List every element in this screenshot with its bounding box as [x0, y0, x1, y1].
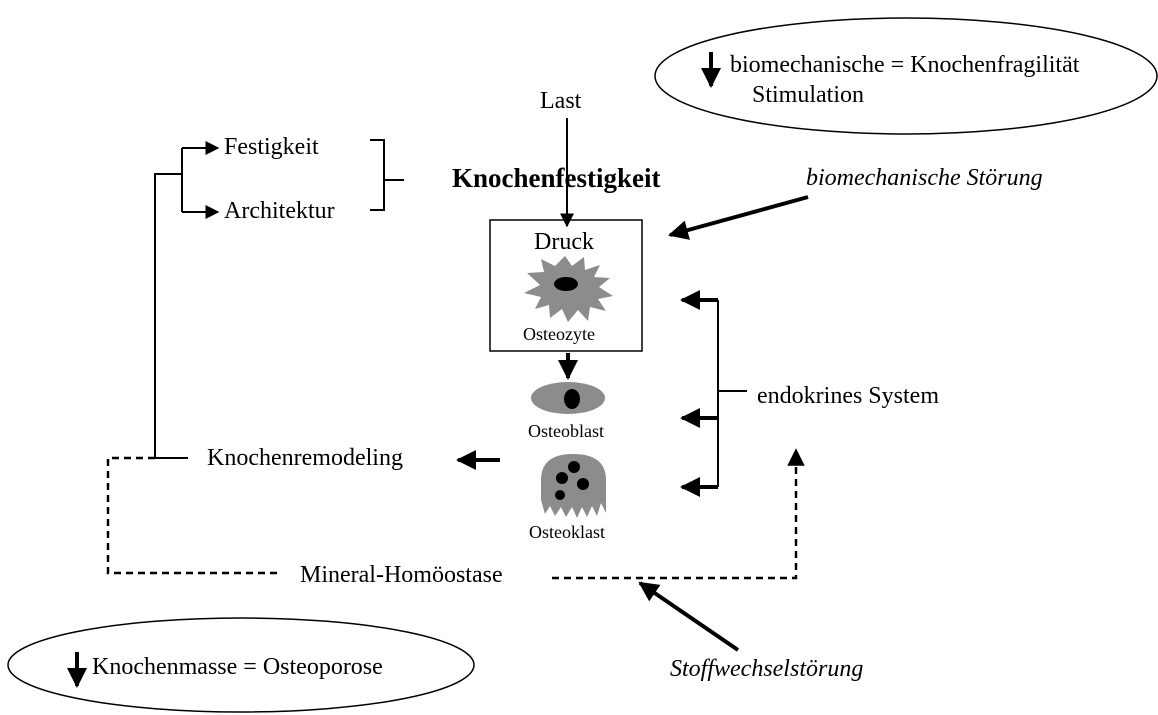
endocrine-label: endokrines System — [757, 383, 939, 409]
osteoblast-cell-icon — [531, 382, 605, 414]
remodeling-feedback-line — [154, 173, 188, 459]
architecture-label: Architektur — [224, 198, 335, 224]
fragility-line2: Stimulation — [752, 82, 864, 108]
fragility-ellipse: biomechanische = Knochenfragilität Stimu… — [654, 17, 1158, 135]
osteoblast-label: Osteoblast — [528, 421, 604, 441]
mineral-homeostasis-label: Mineral-Homöostase — [300, 562, 503, 588]
pressure-label: Druck — [534, 229, 594, 255]
disturbance-arrow — [668, 195, 809, 240]
osteoclast-label: Osteoklast — [529, 522, 605, 542]
osteocyte-label: Osteozyte — [523, 324, 595, 344]
osteoporosis-ellipse: Knochenmasse = Osteoporose — [7, 617, 475, 713]
load-label: Last — [540, 88, 582, 114]
osteoporosis-text: Knochenmasse = Osteoporose — [92, 654, 383, 680]
osteoclast-cell-icon — [541, 454, 606, 518]
metabolic-disturbance-label: Stoffwechselstörung — [670, 656, 863, 682]
strength-label: Festigkeit — [224, 134, 319, 160]
bracket — [370, 139, 404, 211]
biomech-disturbance-label: biomechanische Störung — [806, 165, 1043, 191]
remodeling-mineral-dashed-link — [106, 456, 278, 575]
osteocyte-cell-icon — [524, 256, 613, 322]
remodeling-label: Knochenremodeling — [207, 445, 403, 471]
fragility-line1: biomechanische = Knochenfragilität — [730, 52, 1080, 78]
bone-strength-title: Knochenfestigkeit — [452, 163, 661, 193]
mineral-endocrine-dashed-link — [552, 448, 805, 580]
pressure-box — [489, 219, 643, 352]
metabolic-disturbance-arrow — [638, 581, 740, 652]
